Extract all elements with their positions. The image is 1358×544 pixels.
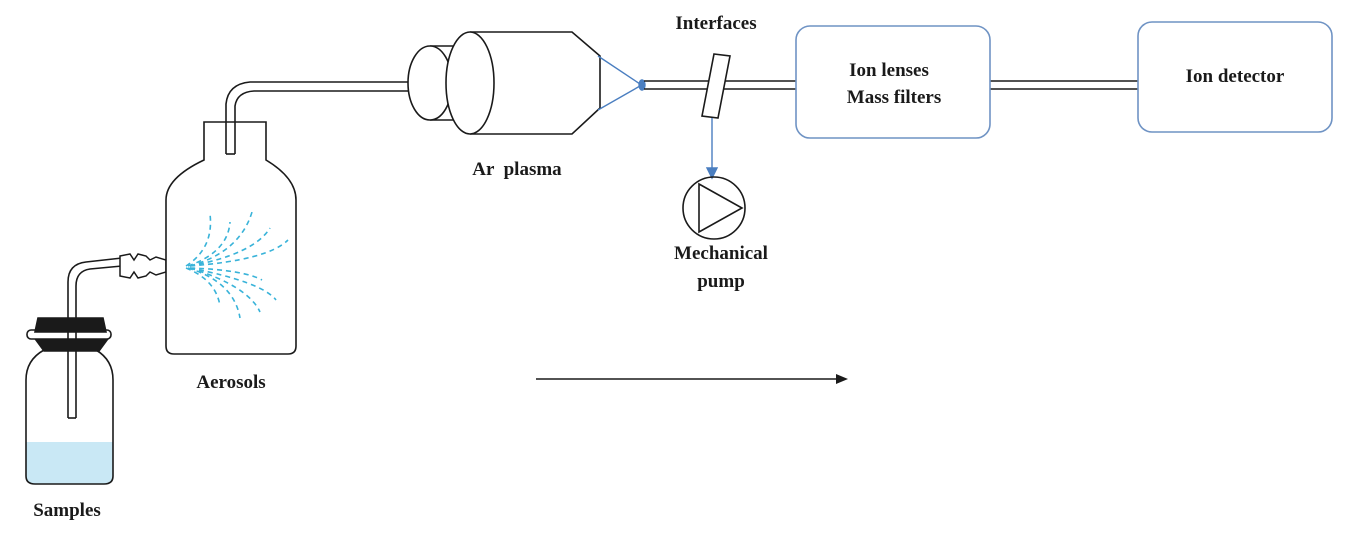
samples-label: Samples — [33, 500, 101, 521]
ion-lenses-label-line2: Mass filters — [847, 87, 941, 108]
flow-direction-arrow — [536, 374, 848, 384]
sample-bottle — [25, 257, 123, 485]
nebulizer-nozzle — [119, 253, 167, 279]
mechanical-pump-icon — [682, 176, 746, 240]
plasma-cone — [597, 55, 646, 111]
ion-beam-tube — [644, 80, 796, 90]
interface-plate — [701, 53, 731, 119]
sample-liquid — [26, 442, 113, 484]
aerosols-label: Aerosols — [196, 372, 265, 393]
mechanical-pump-label-line1: Mechanical — [674, 243, 768, 264]
mechanical-pump-label-line2: pump — [697, 271, 745, 292]
ion-lenses-label-line1: Ion lenses — [849, 60, 929, 81]
detector-link-tube — [985, 80, 1141, 90]
ion-detector-label: Ion detector — [1186, 66, 1285, 87]
ion-detector-box — [1137, 21, 1333, 133]
plasma-torch — [407, 31, 601, 135]
aerosol-spray — [185, 211, 289, 319]
pump-arrow — [705, 118, 719, 180]
spray-chamber — [165, 81, 408, 355]
ar-plasma-label: Ar plasma — [472, 159, 562, 180]
ion-lenses-box — [795, 25, 991, 139]
interfaces-label: Interfaces — [675, 13, 756, 34]
